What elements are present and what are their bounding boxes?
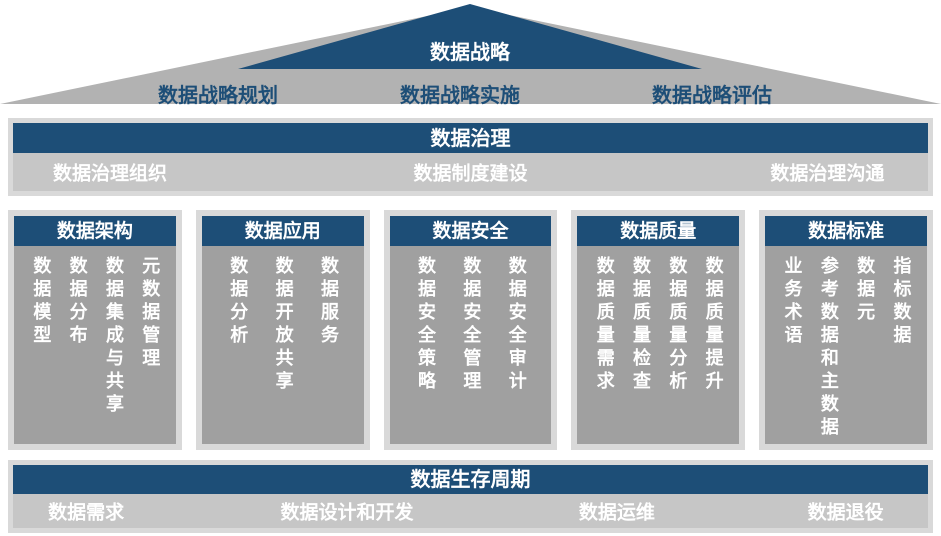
governance-band: 数据治理 数据治理组织 数据制度建设 数据治理沟通 bbox=[8, 118, 933, 196]
pillar-item: 参考数据和主数据 bbox=[817, 256, 839, 440]
pillar-title: 数据应用 bbox=[201, 216, 364, 246]
lifecycle-band: 数据生存周期 数据需求 数据设计和开发 数据运维 数据退役 bbox=[8, 460, 933, 533]
strategy-title: 数据战略 bbox=[430, 40, 510, 64]
governance-item-policy: 数据制度建设 bbox=[413, 162, 528, 185]
pillar-data-standards: 数据标准 业务术语 参考数据和主数据 数据元 指标数据 bbox=[759, 210, 933, 450]
pillar-data-security: 数据安全 数据安全策略 数据安全管理 数据安全审计 bbox=[383, 210, 558, 450]
pillar-item: 数据开放共享 bbox=[272, 256, 294, 394]
governance-item-communication: 数据治理沟通 bbox=[770, 162, 885, 185]
governance-title: 数据治理 bbox=[13, 123, 928, 153]
pillar-data-application: 数据应用 数据分析 数据开放共享 数据服务 bbox=[195, 210, 370, 450]
strategy-item-planning: 数据战略规划 bbox=[158, 83, 278, 107]
pillar-data-architecture: 数据架构 数据模型 数据分布 数据集成与共享 元数据管理 bbox=[8, 210, 182, 450]
pillar-item: 数据模型 bbox=[30, 256, 52, 348]
pillar-title: 数据架构 bbox=[14, 216, 176, 246]
pillar-body: 业务术语 参考数据和主数据 数据元 指标数据 bbox=[765, 246, 927, 444]
pillar-item: 数据安全审计 bbox=[505, 256, 527, 394]
governance-item-organization: 数据治理组织 bbox=[52, 162, 167, 185]
pillar-body: 数据质量需求 数据质量检查 数据质量分析 数据质量提升 bbox=[577, 246, 740, 444]
pillar-body: 数据安全策略 数据安全管理 数据安全审计 bbox=[389, 246, 552, 444]
lifecycle-body: 数据需求 数据设计和开发 数据运维 数据退役 bbox=[13, 494, 928, 528]
pillar-item: 数据质量分析 bbox=[666, 256, 688, 394]
pillar-item: 指标数据 bbox=[890, 256, 912, 348]
lifecycle-item-design-development: 数据设计和开发 bbox=[280, 501, 414, 524]
lifecycle-item-retirement: 数据退役 bbox=[807, 501, 884, 524]
pillar-item: 数据服务 bbox=[317, 256, 339, 348]
pillar-title: 数据安全 bbox=[389, 216, 552, 246]
pillar-item: 数据质量提升 bbox=[702, 256, 724, 394]
pillars-row: 数据架构 数据模型 数据分布 数据集成与共享 元数据管理 数据应用 数据分析 数… bbox=[8, 210, 933, 450]
pillar-data-quality: 数据质量 数据质量需求 数据质量检查 数据质量分析 数据质量提升 bbox=[571, 210, 746, 450]
pillar-item: 数据分布 bbox=[66, 256, 88, 348]
pillar-title: 数据标准 bbox=[765, 216, 927, 246]
lifecycle-item-requirements: 数据需求 bbox=[48, 501, 125, 524]
pillar-item: 数据质量需求 bbox=[593, 256, 615, 394]
strategy-item-evaluation: 数据战略评估 bbox=[652, 83, 772, 107]
pillar-item: 数据质量检查 bbox=[630, 256, 652, 394]
pillar-item: 数据集成与共享 bbox=[102, 256, 124, 417]
lifecycle-item-operations: 数据运维 bbox=[578, 501, 655, 524]
pillar-item: 元数据管理 bbox=[139, 256, 161, 371]
strategy-item-implementation: 数据战略实施 bbox=[400, 83, 520, 107]
pillar-item: 数据元 bbox=[854, 256, 876, 325]
pillar-title: 数据质量 bbox=[577, 216, 740, 246]
pillar-item: 数据安全管理 bbox=[460, 256, 482, 394]
governance-body: 数据治理组织 数据制度建设 数据治理沟通 bbox=[13, 153, 928, 191]
pillar-item: 数据分析 bbox=[227, 256, 249, 348]
pillar-body: 数据模型 数据分布 数据集成与共享 元数据管理 bbox=[14, 246, 176, 444]
lifecycle-title: 数据生存周期 bbox=[13, 465, 928, 494]
pillar-body: 数据分析 数据开放共享 数据服务 bbox=[201, 246, 364, 444]
pillar-item: 数据安全策略 bbox=[414, 256, 436, 394]
pillar-item: 业务术语 bbox=[781, 256, 803, 348]
